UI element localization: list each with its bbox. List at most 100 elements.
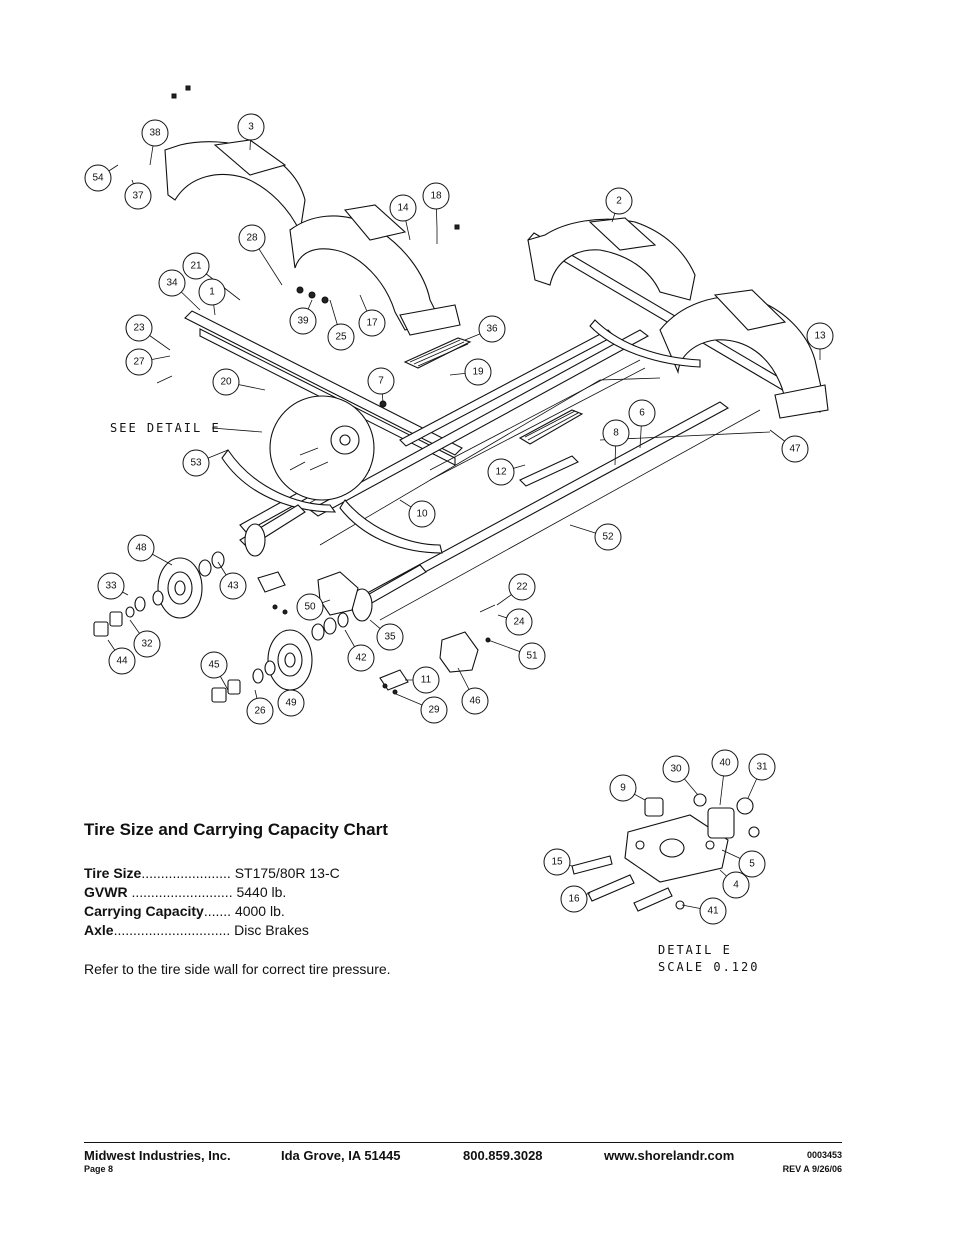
callout-6: 6 [628, 399, 656, 449]
callout-31: 31 [747, 753, 776, 799]
callout-label: 46 [469, 696, 481, 707]
callout-label: 7 [378, 376, 384, 387]
calipers [257, 571, 479, 691]
callout-38: 38 [141, 119, 169, 166]
callout-label: 11 [421, 675, 432, 686]
callout-36: 36 [464, 315, 506, 343]
callout-label: 18 [430, 191, 442, 202]
callout-label: 8 [613, 428, 619, 439]
callout-label: 34 [166, 278, 178, 289]
callout-label: 43 [227, 581, 239, 592]
callout-34: 34 [158, 269, 201, 311]
detail-e-scale: SCALE 0.120 [658, 960, 759, 974]
callout-22: 22 [496, 573, 536, 606]
callout-52: 52 [569, 523, 622, 551]
footer-page: Page 8 [84, 1164, 114, 1174]
callout-27: 27 [125, 348, 171, 376]
callout-20: 20 [212, 368, 266, 396]
callout-53: 53 [182, 449, 229, 477]
footer-city: Ida Grove, IA 51445 [281, 1148, 401, 1163]
callout-label: 41 [707, 906, 719, 917]
callout-label: 51 [526, 651, 538, 662]
callout-label: 28 [246, 233, 258, 244]
callout-label: 14 [397, 203, 409, 214]
footer-doc-number: 0003453 [806, 1150, 842, 1160]
callout-label: 26 [254, 706, 266, 717]
spec-row-tire-size: Tire Size....................... ST175/8… [84, 864, 504, 883]
callout-35: 35 [369, 619, 404, 651]
callout-label: 16 [568, 894, 580, 905]
callout-19: 19 [449, 358, 492, 386]
footer-phone: 800.859.3028 [463, 1148, 543, 1163]
spec-label: Axle [84, 922, 114, 938]
callout-4: 4 [719, 869, 750, 899]
callout-label: 48 [135, 543, 147, 554]
callout-label: 32 [141, 639, 153, 650]
spec-row-gvwr: GVWR .......................... 5440 lb. [84, 883, 504, 902]
callout-5: 5 [721, 849, 766, 878]
callout-28: 28 [238, 224, 283, 286]
callout-label: 38 [149, 128, 161, 139]
spec-dots: .......................... [131, 884, 233, 900]
detail-e-parts: DETAIL E SCALE 0.120 [571, 793, 760, 974]
callout-label: 22 [516, 582, 528, 593]
callout-label: 27 [133, 357, 145, 368]
spec-row-carrying-capacity: Carrying Capacity....... 4000 lb. [84, 902, 504, 921]
callout-45: 45 [200, 651, 229, 691]
hub-rotor-right [211, 612, 349, 703]
callout-label: 17 [366, 318, 378, 329]
tire-pressure-note: Refer to the tire side wall for correct … [84, 961, 391, 977]
callout-29: 29 [395, 693, 448, 724]
spec-label: Carrying Capacity [84, 903, 204, 919]
callout-2: 2 [605, 187, 633, 223]
callout-46: 46 [457, 667, 489, 715]
callout-label: 13 [814, 331, 826, 342]
spec-dots: .............................. [113, 922, 231, 938]
callout-label: 2 [616, 196, 622, 207]
callout-label: 3 [248, 122, 254, 133]
callout-label: 23 [133, 323, 145, 334]
callout-label: 36 [486, 324, 498, 335]
detail-e-title: DETAIL E [658, 943, 732, 957]
callout-label: 6 [639, 408, 645, 419]
callout-23: 23 [125, 314, 171, 351]
callout-label: 9 [620, 783, 626, 794]
footer-revision: REV A 9/26/06 [782, 1164, 842, 1174]
callout-14: 14 [389, 194, 417, 241]
chart-title: Tire Size and Carrying Capacity Chart [84, 820, 388, 839]
footer-company: Midwest Industries, Inc. [84, 1148, 231, 1163]
callout-42: 42 [344, 629, 375, 672]
spec-label: Tire Size [84, 865, 142, 881]
callout-label: 53 [190, 458, 202, 469]
callout-label: 21 [190, 261, 202, 272]
callout-24: 24 [497, 608, 533, 636]
callout-18: 18 [422, 182, 450, 229]
callout-label: 25 [335, 332, 347, 343]
callout-label: 10 [416, 509, 428, 520]
callout-7: 7 [367, 367, 395, 403]
callout-label: 52 [602, 532, 614, 543]
spec-value: 5440 lb. [236, 884, 287, 900]
callout-32: 32 [129, 619, 161, 658]
callout-label: 42 [355, 653, 367, 664]
callout-label: 49 [285, 698, 297, 709]
hub-rotor-left [93, 551, 225, 637]
spec-label: GVWR [84, 884, 128, 900]
callout-25: 25 [327, 299, 355, 351]
callout-15: 15 [543, 848, 573, 876]
callout-label: 19 [472, 367, 484, 378]
steps [403, 337, 584, 487]
callout-26: 26 [246, 689, 274, 725]
spec-value: 4000 lb. [234, 903, 285, 919]
callout-label: 39 [297, 316, 309, 327]
spec-dots: ....................... [141, 865, 231, 881]
callout-21: 21 [182, 252, 241, 301]
callout-label: 30 [670, 764, 682, 775]
callout-label: 50 [304, 602, 316, 613]
see-detail-label: SEE DETAIL E [110, 421, 221, 435]
callout-label: 37 [132, 191, 144, 202]
callout-label: 33 [105, 581, 117, 592]
spec-row-axle: Axle.............................. Disc … [84, 921, 504, 940]
callout-label: 54 [92, 173, 104, 184]
